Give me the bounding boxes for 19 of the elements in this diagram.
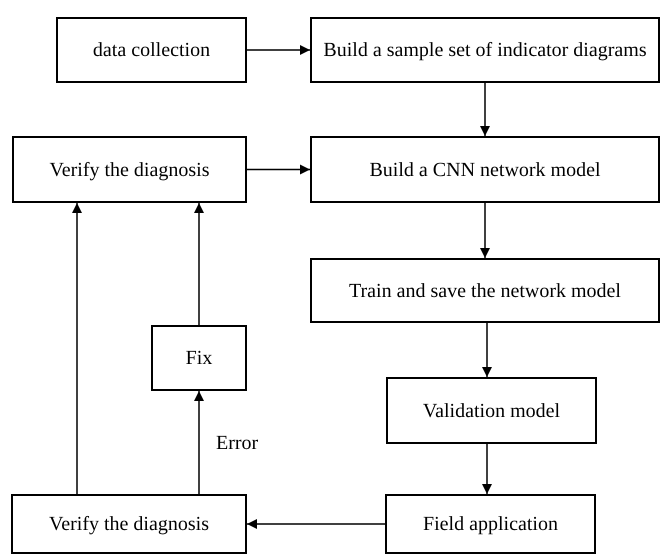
arrow	[194, 391, 204, 494]
arrow	[247, 519, 385, 529]
process-box: Build a CNN network model	[310, 136, 660, 203]
process-box: Fix	[151, 325, 247, 391]
process-box: Validation model	[386, 377, 597, 444]
process-box: Build a sample set of indicator diagrams	[310, 17, 660, 83]
arrow	[480, 203, 490, 258]
arrow	[482, 444, 492, 494]
process-box: Field application	[385, 494, 596, 554]
process-box: Train and save the network model	[310, 258, 660, 323]
process-box: Verify the diagnosis	[11, 494, 247, 554]
arrow	[482, 323, 492, 377]
arrow	[194, 203, 204, 325]
arrow	[247, 45, 310, 55]
process-box: Verify the diagnosis	[12, 136, 247, 203]
arrow	[480, 83, 490, 136]
process-box: data collection	[56, 17, 247, 83]
arrow	[247, 164, 310, 174]
arrow	[72, 203, 82, 494]
